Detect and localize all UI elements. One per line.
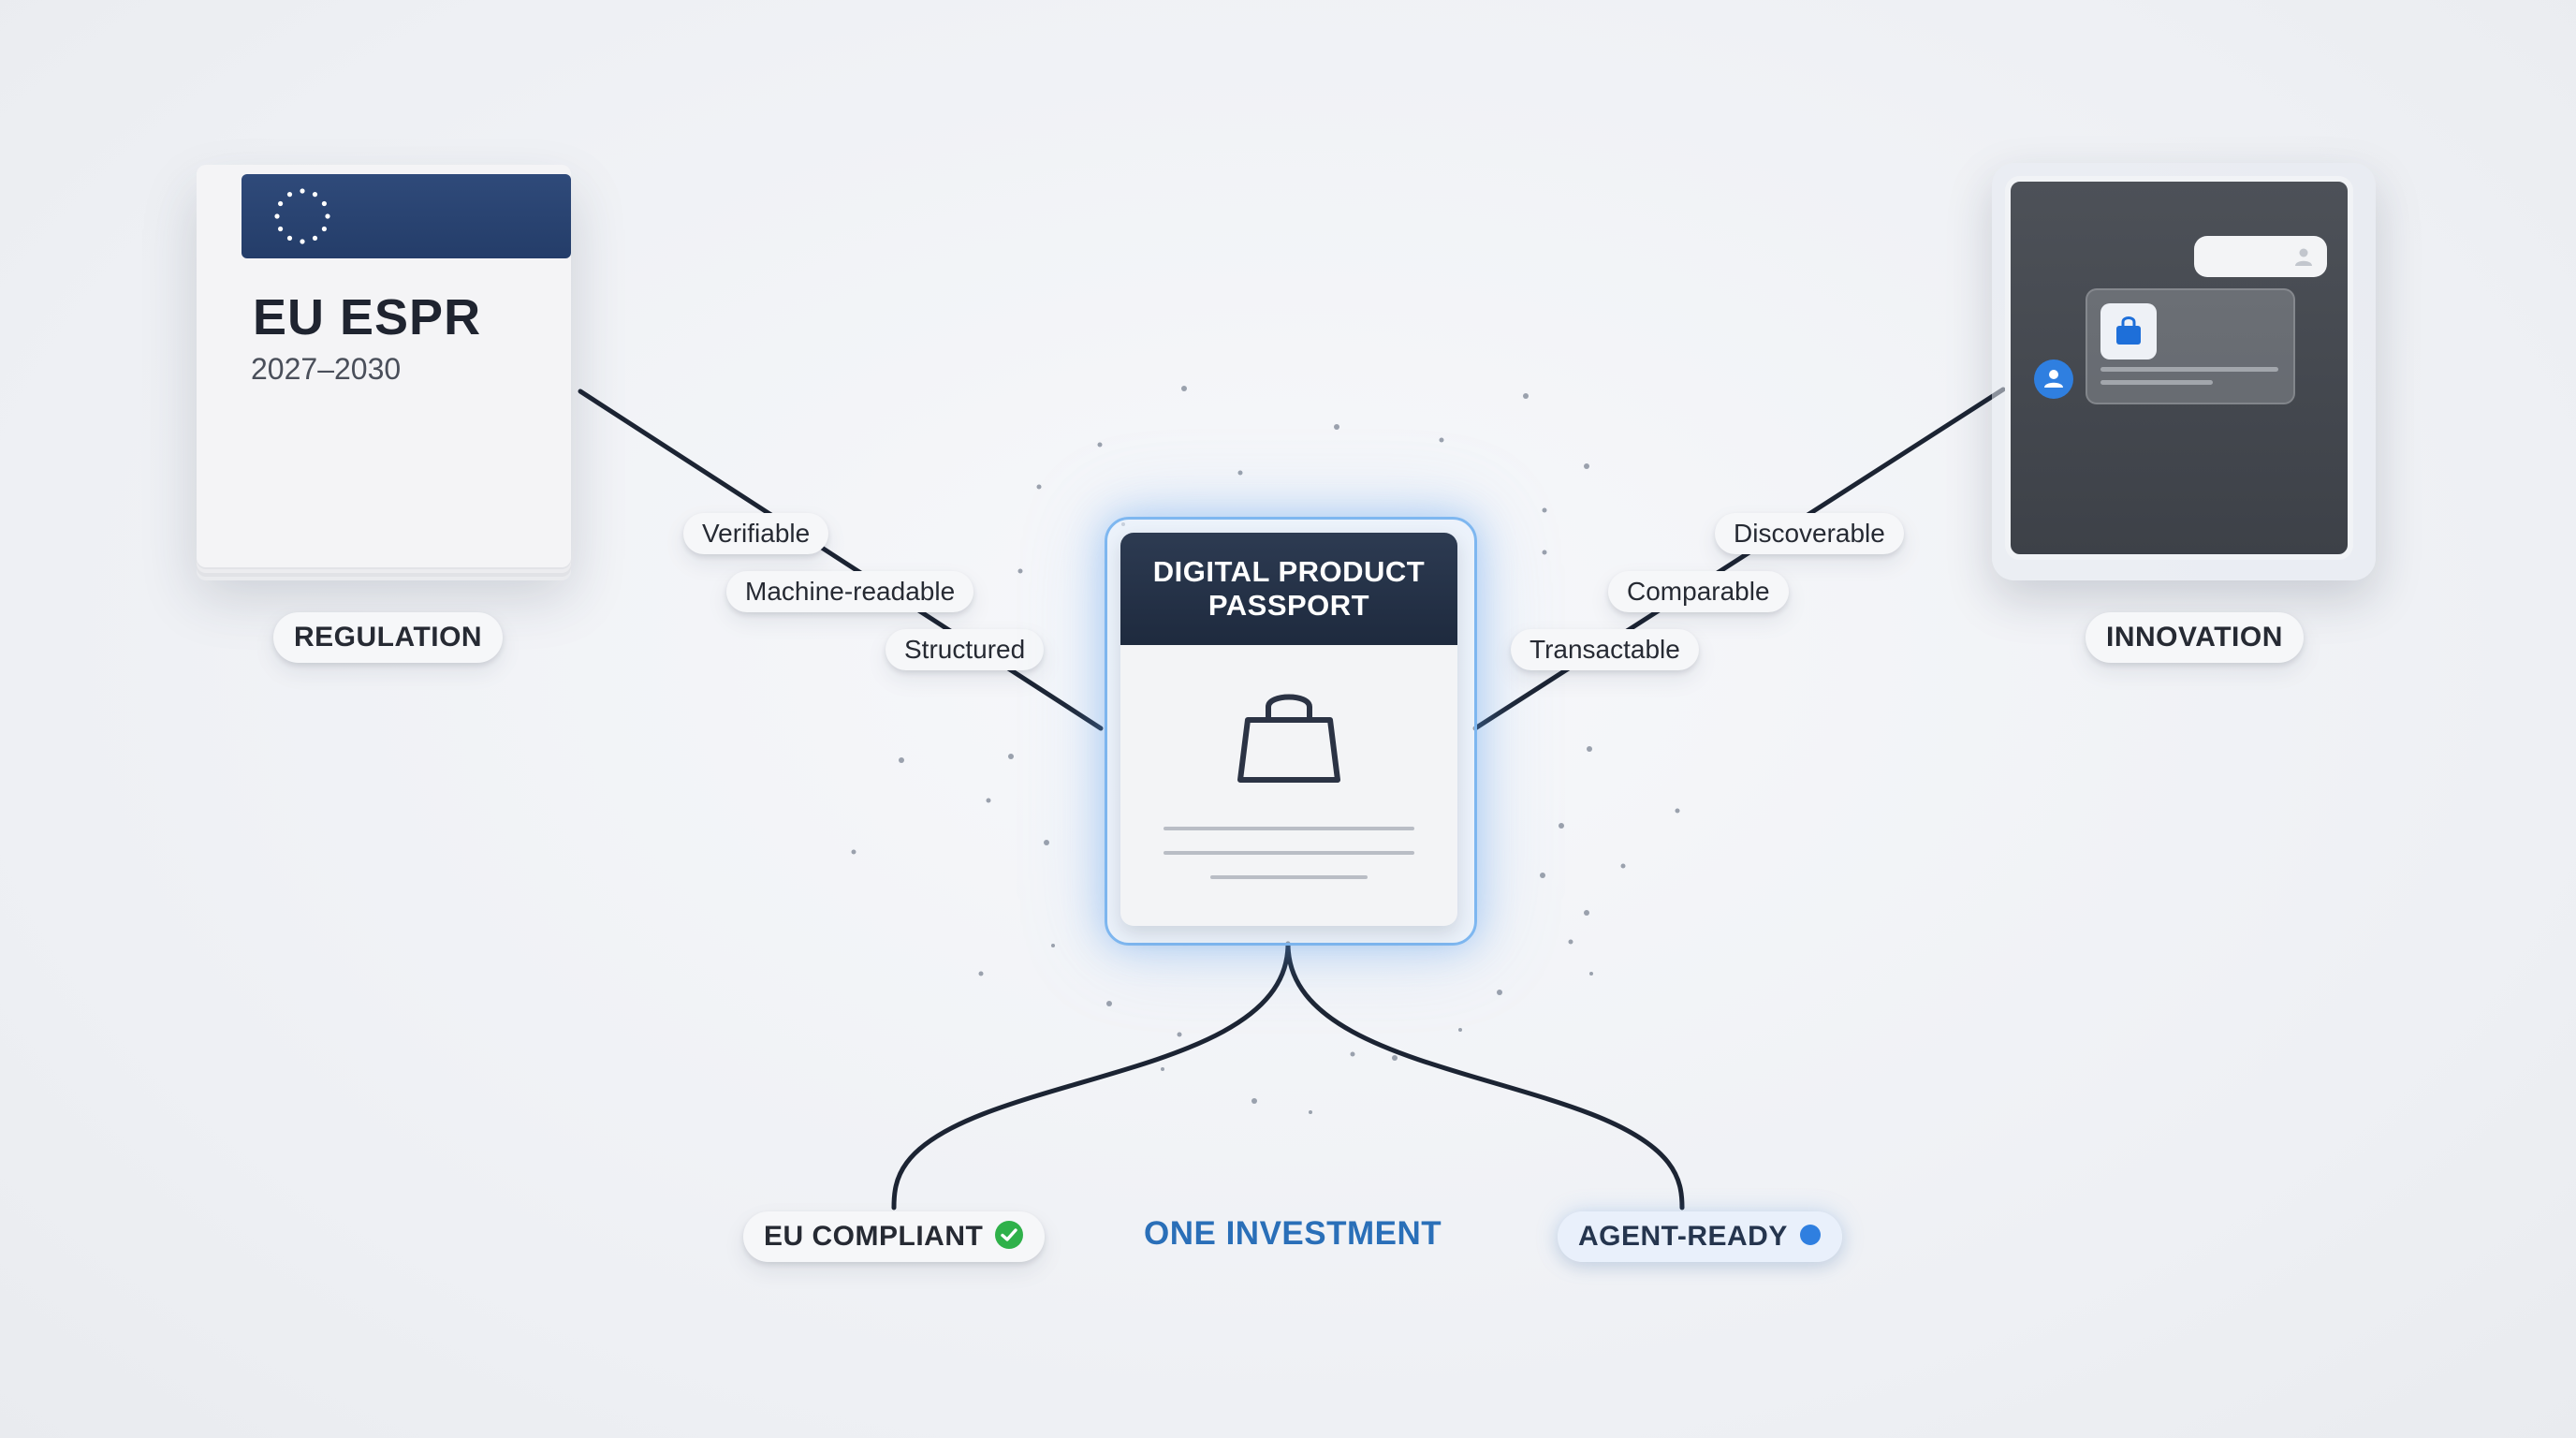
- line-compliant: [891, 941, 1291, 1211]
- passport-inner: DIGITAL PRODUCT PASSPORT: [1120, 533, 1457, 926]
- status-dot-icon: [1799, 1225, 1821, 1246]
- innovation-device: [1992, 163, 2376, 580]
- document-sheet: EU ESPR 2027–2030: [197, 165, 571, 567]
- passport-header: DIGITAL PRODUCT PASSPORT: [1120, 533, 1457, 645]
- shopping-bag-icon: [2116, 316, 2141, 345]
- one-investment-label: ONE INVESTMENT: [1144, 1215, 1442, 1252]
- doc-title: EU ESPR: [253, 289, 482, 345]
- text-line: [1210, 875, 1368, 879]
- device-screen: [2005, 176, 2353, 560]
- eu-flag-header: [242, 174, 571, 258]
- eu-espr-document: EU ESPR 2027–2030: [197, 165, 580, 586]
- page-curl: [498, 500, 564, 565]
- particles: [851, 386, 1680, 1114]
- property-transactable: Transactable: [1511, 629, 1699, 670]
- doc-years: 2027–2030: [251, 352, 402, 386]
- shop-tile: [2100, 303, 2157, 360]
- agent-ready-text: AGENT-READY: [1578, 1221, 1788, 1252]
- agent-dot-icon: [2034, 360, 2073, 399]
- property-machine-readable: Machine-readable: [726, 571, 974, 612]
- text-line: [1164, 851, 1414, 855]
- product-card: [2086, 288, 2295, 404]
- text-line: [2100, 367, 2278, 372]
- line-regulation: [578, 389, 1104, 731]
- eu-compliant-text: EU COMPLIANT: [764, 1221, 984, 1252]
- innovation-label: INNOVATION: [2086, 612, 2304, 663]
- property-discoverable: Discoverable: [1715, 513, 1904, 554]
- passport-title-line2: PASSPORT: [1208, 589, 1370, 622]
- property-verifiable: Verifiable: [683, 513, 829, 554]
- passport-title-line1: DIGITAL PRODUCT: [1152, 555, 1426, 588]
- chat-bubble: [2194, 236, 2327, 277]
- line-agent: [1285, 941, 1685, 1211]
- eu-compliant-badge: EU COMPLIANT: [743, 1211, 1046, 1262]
- digital-product-passport-card: DIGITAL PRODUCT PASSPORT: [1105, 517, 1477, 946]
- agent-ready-badge: AGENT-READY: [1558, 1211, 1842, 1262]
- line-innovation: [1472, 387, 2006, 731]
- text-line: [2100, 380, 2213, 385]
- shopping-bag-icon: [1237, 694, 1340, 783]
- user-icon: [2295, 248, 2312, 266]
- check-circle-icon: [995, 1221, 1024, 1250]
- regulation-label: REGULATION: [273, 612, 504, 663]
- property-structured: Structured: [886, 629, 1045, 670]
- property-comparable: Comparable: [1608, 571, 1789, 612]
- text-line: [1164, 827, 1414, 830]
- eu-stars-icon: [274, 188, 330, 244]
